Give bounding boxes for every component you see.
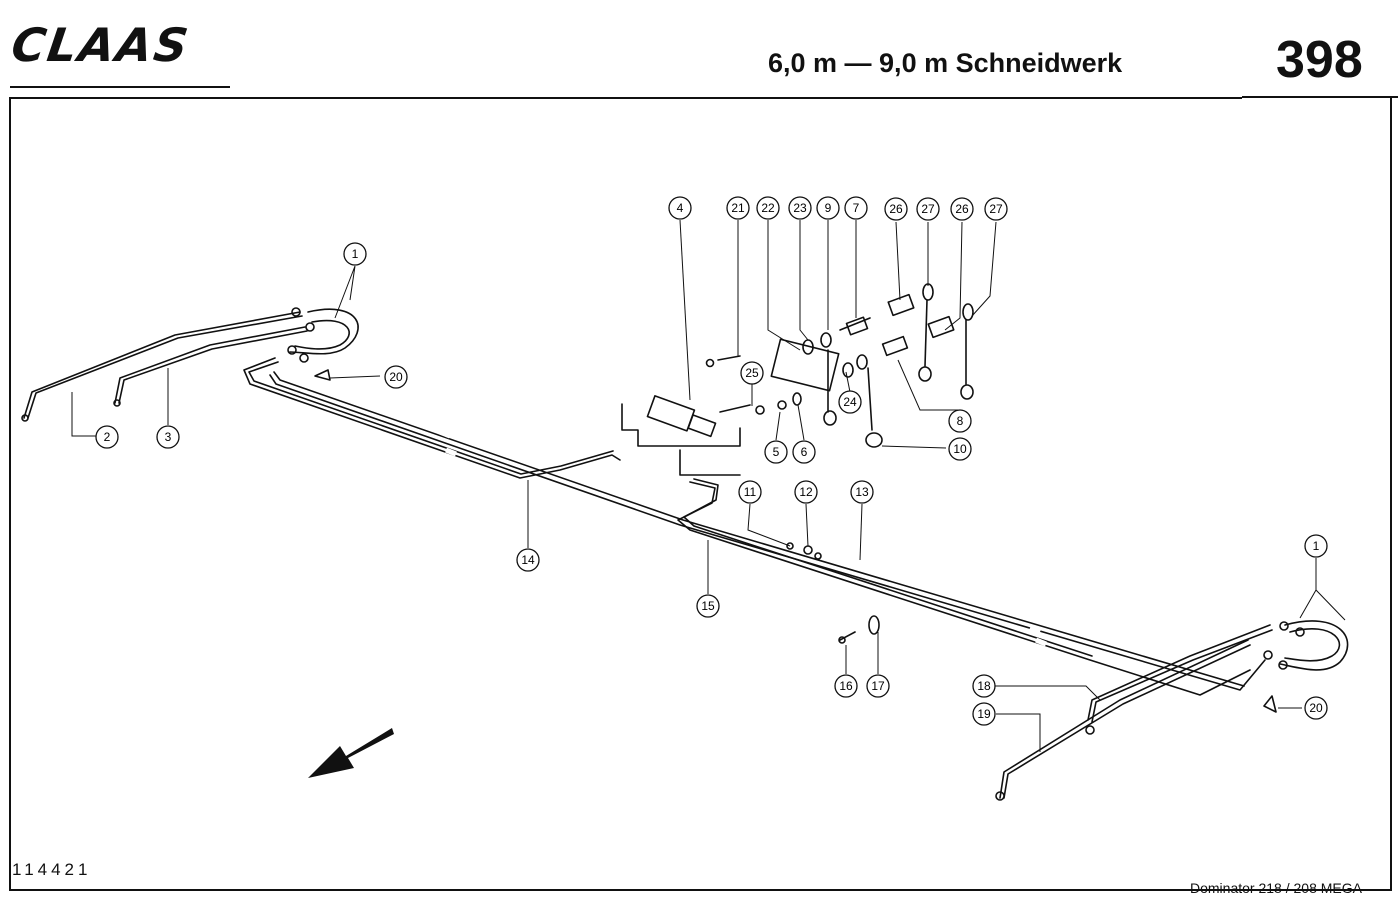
callout-5: 5 xyxy=(773,445,780,459)
right-hose-1 xyxy=(1263,620,1349,671)
page-number-underline xyxy=(1242,96,1398,98)
long-pipe-15 xyxy=(677,478,1251,696)
callout-6: 6 xyxy=(801,445,808,459)
callout-22: 22 xyxy=(761,201,775,215)
callout-8: 8 xyxy=(957,414,964,428)
callout-3: 3 xyxy=(165,430,172,444)
callout-7: 7 xyxy=(853,201,860,215)
callout-25: 25 xyxy=(745,366,759,380)
callout-14: 14 xyxy=(521,553,535,567)
callout-21: 21 xyxy=(731,201,745,215)
clip-20-right xyxy=(1263,695,1277,713)
callout-20-right: 20 xyxy=(1309,701,1323,715)
leader-lines xyxy=(71,219,1346,752)
callout-2: 2 xyxy=(104,430,111,444)
left-pipe-2 xyxy=(23,311,303,419)
callout-11: 11 xyxy=(744,485,757,499)
callout-4: 4 xyxy=(677,201,684,215)
callout-23: 23 xyxy=(793,201,807,215)
callout-18: 18 xyxy=(977,679,991,693)
logo-underline xyxy=(10,86,230,88)
frame-top-rule xyxy=(9,97,1242,99)
callout-26-second: 26 xyxy=(955,202,969,216)
callout-9: 9 xyxy=(825,201,832,215)
callout-15: 15 xyxy=(701,599,715,613)
callout-circles xyxy=(95,196,1328,726)
callout-12: 12 xyxy=(799,485,813,499)
clip-20-left xyxy=(314,369,331,381)
callout-10: 10 xyxy=(953,442,967,456)
callout-16: 16 xyxy=(839,679,853,693)
callout-19: 19 xyxy=(977,707,991,721)
callout-13: 13 xyxy=(855,485,869,499)
left-hose-1 xyxy=(287,307,359,363)
callout-17: 17 xyxy=(871,679,885,693)
right-pipe-18 xyxy=(1087,624,1273,723)
callout-24: 24 xyxy=(843,395,857,409)
left-pipe-3 xyxy=(114,326,308,404)
bracket-22 xyxy=(770,338,840,392)
drawing-frame xyxy=(9,97,1392,891)
page-title: 6,0 m — 9,0 m Schneidwerk xyxy=(768,48,1123,78)
long-pipe-14 xyxy=(243,357,621,479)
model-designation: Dominator 218 / 208 MEGA xyxy=(1190,880,1362,896)
valve-block xyxy=(621,395,741,476)
callout-27-second: 27 xyxy=(989,202,1003,216)
direction-arrow-icon xyxy=(308,728,394,778)
callout-26-first: 26 xyxy=(889,202,903,216)
page-number: 398 xyxy=(1276,31,1363,89)
callout-1-right: 1 xyxy=(1313,539,1320,553)
callout-1-left: 1 xyxy=(352,247,359,261)
long-pipe-13 xyxy=(269,371,1266,691)
right-pipe-19 xyxy=(999,639,1251,799)
drawing-number: 114421 xyxy=(12,860,92,879)
callout-27-first: 27 xyxy=(921,202,935,216)
break-marks xyxy=(439,429,1047,647)
callout-20-left: 20 xyxy=(389,370,403,384)
